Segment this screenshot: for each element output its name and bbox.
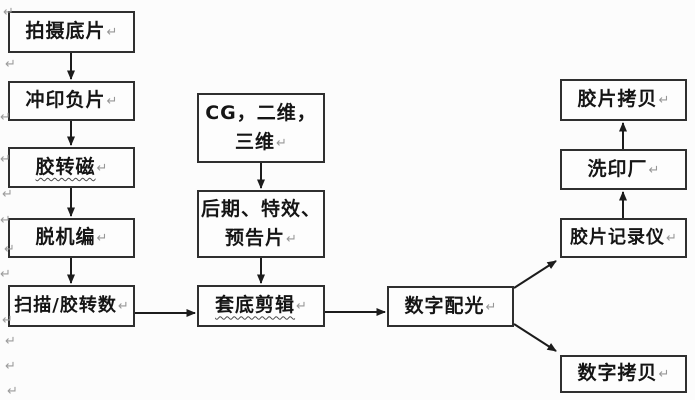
- paragraph-mark-icon: ↵: [106, 94, 118, 110]
- node-film-lab: 洗印厂↵: [560, 149, 687, 190]
- paragraph-mark-icon: ↵: [0, 267, 11, 282]
- node-digital-copy: 数字拷贝↵: [560, 355, 687, 393]
- node-label: 脱机编: [35, 226, 96, 249]
- node-label: 胶片拷贝: [577, 88, 658, 111]
- arrow-grading-to-recorder: [513, 260, 557, 289]
- node-label: 拍摄底片: [25, 20, 106, 43]
- node-label: 套底剪辑: [215, 294, 296, 317]
- node-develop-negative: 冲印负片↵: [8, 81, 135, 121]
- node-label: 洗印厂: [587, 157, 648, 180]
- paragraph-mark-icon: ↵: [96, 160, 108, 176]
- node-label-line1: CG，二维，: [205, 101, 317, 124]
- node-label: 胶转磁: [35, 155, 96, 178]
- paragraph-mark-icon: ↵: [658, 367, 670, 383]
- paragraph-mark-icon: ↵: [5, 359, 16, 374]
- paragraph-mark-icon: ↵: [106, 25, 118, 41]
- paragraph-mark-icon: ↵: [96, 231, 108, 247]
- paragraph-mark-icon: ↵: [0, 213, 11, 228]
- node-digital-grading: 数字配光↵: [387, 286, 514, 327]
- paragraph-mark-icon: ↵: [2, 313, 13, 328]
- node-film-print: 胶片拷贝↵: [560, 79, 687, 121]
- paragraph-mark-icon: ↵: [485, 299, 497, 315]
- paragraph-mark-icon: ↵: [7, 384, 18, 399]
- paragraph-mark-icon: ↵: [276, 136, 287, 151]
- paragraph-mark-icon: ↵: [296, 299, 307, 315]
- node-offline-edit: 脱机编↵: [8, 218, 135, 258]
- node-label-line2: 三维: [235, 131, 276, 153]
- node-label: 数字拷贝: [577, 362, 658, 385]
- node-conform-edit: 套底剪辑↵: [197, 285, 325, 327]
- node-label: 冲印负片: [25, 89, 106, 112]
- paragraph-mark-icon: ↵: [5, 334, 16, 349]
- node-label-line2: 预告片: [225, 227, 286, 249]
- paragraph-mark-icon: ↵: [4, 242, 15, 257]
- paragraph-mark-icon: ↵: [648, 162, 660, 178]
- paragraph-mark-icon: ↵: [5, 57, 16, 72]
- node-film-to-tape: 胶转磁↵: [8, 147, 135, 188]
- node-shoot-negative: 拍摄底片↵: [8, 11, 135, 53]
- paragraph-mark-icon: ↵: [286, 232, 297, 247]
- node-label: 数字配光: [404, 294, 485, 317]
- node-label: 扫描/胶转数: [14, 295, 117, 317]
- arrow-grading-to-digitalcopy: [513, 323, 557, 352]
- paragraph-mark-icon: ↵: [0, 110, 11, 125]
- node-post-fx: 后期、特效、 预告片↵: [197, 190, 325, 258]
- paragraph-mark-icon: ↵: [3, 5, 14, 20]
- paragraph-mark-icon: ↵: [2, 187, 13, 202]
- node-cg: CG，二维， 三维↵: [197, 93, 325, 163]
- node-film-recorder: 胶片记录仪↵: [560, 218, 687, 258]
- node-scan-film-to-digital: 扫描/胶转数↵: [8, 285, 135, 327]
- paragraph-mark-icon: ↵: [666, 231, 677, 247]
- paragraph-mark-icon: ↵: [0, 152, 11, 167]
- paragraph-mark-icon: ↵: [658, 93, 670, 109]
- paragraph-mark-icon: ↵: [117, 299, 129, 315]
- node-label-line1: 后期、特效、: [200, 197, 321, 220]
- node-label: 胶片记录仪: [570, 227, 666, 249]
